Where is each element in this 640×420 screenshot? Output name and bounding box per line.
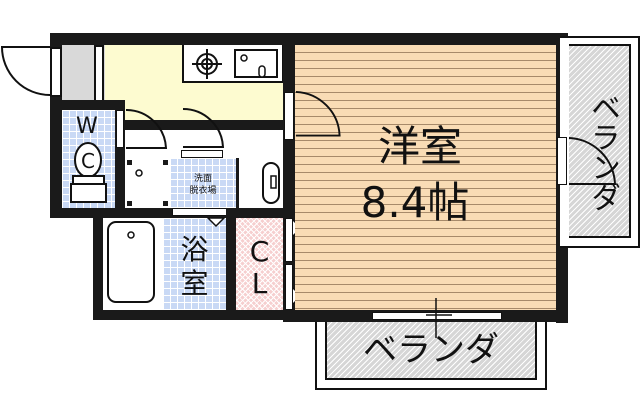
western-door-frame <box>284 92 294 140</box>
vanity-basin-icon <box>262 162 280 204</box>
closet-label-1: C <box>249 235 270 268</box>
stove-icon <box>192 49 222 79</box>
toilet-fixture-icon: C <box>70 142 107 203</box>
laundry-corner-tl <box>127 160 132 165</box>
washroom-wall-right <box>236 158 239 208</box>
svg-text:C: C <box>81 149 95 173</box>
washroom-door-swing-icon <box>182 107 225 148</box>
bathroom <box>163 218 226 310</box>
bath-door-arrow-icon <box>206 217 226 228</box>
window-center-mark-icon <box>426 298 452 338</box>
wall-hall-lower <box>115 120 295 130</box>
balcony-east-label: ベランダ <box>585 92 620 212</box>
closet-door-upper <box>285 218 293 262</box>
laundry-corner-br <box>163 201 168 206</box>
bath-door-frame <box>172 208 227 216</box>
washroom <box>170 158 236 208</box>
laundry-corner-tr <box>163 160 168 165</box>
washroom-label-1: 洗面 <box>193 174 212 184</box>
outer-wall-top <box>50 33 560 45</box>
bath-wall-left <box>93 208 103 320</box>
laundry-space <box>125 158 169 208</box>
bathroom-label-2: 室 <box>180 267 209 300</box>
closet-door-lower <box>285 264 293 310</box>
drain-icon <box>135 169 143 177</box>
sink-icon <box>234 49 278 78</box>
wall-hall-bottom <box>50 100 125 110</box>
western-room-size: 8.4帖 <box>360 178 470 227</box>
bathroom-label-1: 浴 <box>180 233 209 266</box>
entrance-step <box>94 45 104 105</box>
wall-toilet-right <box>115 100 125 220</box>
toilet-door-frame <box>116 110 124 148</box>
washroom-label-2: 脱衣場 <box>189 186 217 196</box>
washroom-door-frame <box>181 150 223 158</box>
entrance-door-frame <box>50 47 62 97</box>
western-door-swing-icon <box>295 90 341 137</box>
balcony-south-window <box>372 312 502 320</box>
western-room-name: 洋室 <box>377 122 462 171</box>
balcony-south <box>325 322 537 380</box>
bathtub-icon <box>107 221 155 303</box>
balcony-east-door-frame <box>557 137 567 185</box>
laundry-corner-bl <box>127 201 132 206</box>
closet <box>236 218 283 310</box>
entrance-door-swing-icon <box>0 46 51 96</box>
bath-wall-bottom <box>93 310 295 320</box>
bath-wall-right <box>226 208 236 320</box>
toilet-wall-bottom <box>50 208 125 218</box>
balcony-south-label: ベランダ <box>363 330 499 370</box>
toilet-label-w: W <box>76 114 98 139</box>
western-room <box>295 45 558 310</box>
closet-label-2: L <box>251 267 268 300</box>
balcony-east <box>569 44 631 238</box>
balcony-east-door-swing-icon <box>568 137 617 185</box>
toilet-door-swing-icon <box>125 108 168 149</box>
